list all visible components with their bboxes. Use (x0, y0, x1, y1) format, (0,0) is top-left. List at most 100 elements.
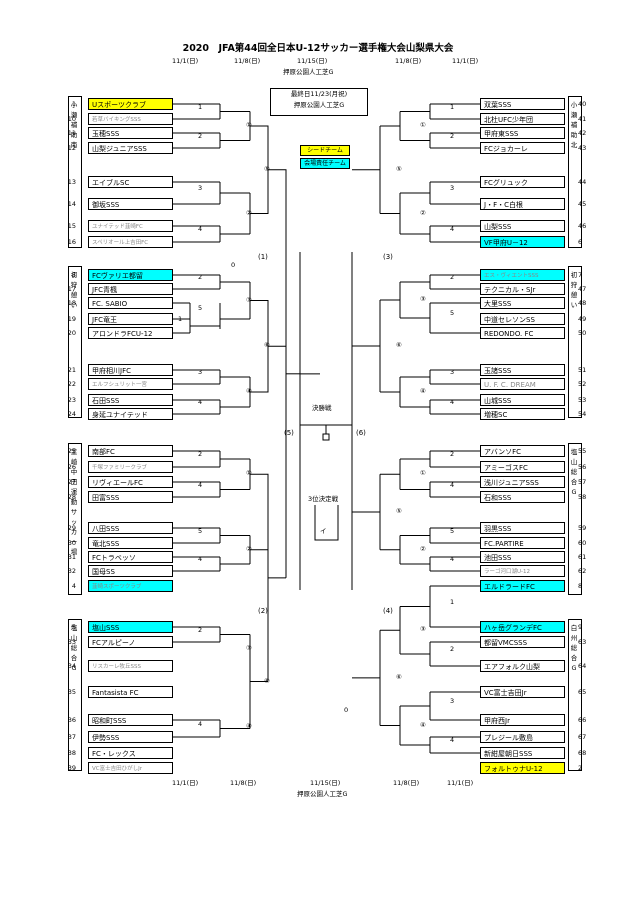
round-mark: ⑥ (396, 672, 402, 681)
left-area-3 (68, 443, 82, 595)
left-team-slot: 竜北SSS (88, 537, 173, 549)
third-place-label: 3位決定戦 (308, 495, 339, 503)
right-team-slot: REDONDO. FC (480, 327, 565, 339)
left-team-number: 1 (71, 100, 76, 108)
left-team-slot: FC・レックス (88, 747, 173, 759)
page-title: 2020 JFA第44回全日本U-12サッカー選手権大会山梨県大会 (182, 43, 454, 54)
match-number: 4 (198, 225, 203, 233)
right-team-number: 45 (578, 200, 587, 208)
left-team-number: 15 (67, 222, 76, 230)
right-team-number: 48 (578, 299, 587, 307)
right-team-number: 41 (578, 115, 587, 123)
left-team-number: 11 (67, 129, 76, 137)
round-mark: ① (246, 469, 252, 478)
round-mark: ② (420, 544, 426, 553)
left-team-slot: 韮崎スポーツクラブ (88, 580, 173, 592)
footer-date-1: 11/1(日) (172, 779, 199, 787)
left-team-number: 24 (67, 410, 76, 418)
left-team-slot: スペリオール上吉田FC (88, 236, 173, 248)
left-team-slot: JFC青楓 (88, 283, 173, 295)
right-team-number: 61 (578, 553, 587, 561)
left-team-slot: 八田SSS (88, 522, 173, 534)
left-team-number: 36 (67, 716, 76, 724)
header-venue: 押原公園人工芝G (283, 68, 334, 76)
right-team-slot: フォルトゥナU-12 (480, 762, 565, 774)
right-team-slot: 甲府東SSS (480, 127, 565, 139)
right-team-slot: エス・ヴィエントSSS (480, 269, 565, 281)
left-team-number: 27 (67, 478, 76, 486)
left-team-number: 29 (67, 524, 76, 532)
right-team-slot: VF甲府U－12 (480, 236, 565, 248)
right-team-number: 59 (578, 524, 587, 532)
right-team-number: 53 (578, 396, 587, 404)
zero-top: 0 (231, 261, 236, 269)
left-team-number: 3 (71, 271, 76, 279)
left-team-slot: FCアルピーノ (88, 636, 173, 648)
left-team-number: 30 (67, 539, 76, 547)
right-team-number: 63 (578, 638, 587, 646)
round-mark: ③ (420, 295, 426, 303)
match-number: 1 (178, 315, 183, 323)
round-mark: ⑤ (396, 164, 402, 173)
right-team-number: 65 (578, 688, 587, 696)
right-team-number: 50 (578, 329, 587, 337)
left-team-number: 21 (67, 366, 76, 374)
left-team-slot: リヴィエールFC (88, 476, 173, 488)
right-team-slot: 山城SSS (480, 394, 565, 406)
right-team-number: 60 (578, 539, 587, 547)
match-number: 4 (450, 225, 455, 233)
final-info-venue: 押原公園人工芝G (293, 101, 345, 109)
left-team-number: 12 (67, 144, 76, 152)
header-date-4: 11/8(日) (395, 57, 422, 65)
right-team-number: 51 (578, 366, 587, 374)
match-number: 3 (198, 184, 203, 192)
right-team-number: 64 (578, 662, 587, 670)
left-team-number: 33 (67, 638, 76, 646)
left-team-slot: Uスポーツクラブ (88, 98, 173, 110)
right-team-slot: FC.PARTIRE (480, 537, 565, 549)
match-number: 1 (198, 102, 203, 111)
left-team-number: 35 (67, 688, 76, 696)
match-number: 5 (450, 526, 455, 535)
right-team-number: 47 (578, 285, 587, 293)
match-number: 4 (198, 398, 203, 406)
match-number: 3 (198, 368, 203, 376)
right-team-slot: アミーゴスFC (480, 461, 565, 473)
right-team-number: 68 (578, 749, 587, 757)
match-number: 5 (198, 304, 203, 312)
round-mark: ④ (420, 387, 426, 395)
match-number: 3 (450, 184, 455, 192)
left-team-number: 31 (67, 553, 76, 561)
left-team-slot: 御坂SSS (88, 198, 173, 210)
left-team-slot: VC富士吉田ひがしJr (88, 762, 173, 774)
left-team-number: 38 (67, 749, 76, 757)
right-team-number: 67 (578, 733, 587, 741)
left-team-number: 13 (67, 178, 76, 186)
match-number: 2 (450, 131, 455, 140)
right-team-slot: 北杜UFC少年団 (480, 113, 565, 125)
right-team-number: 46 (578, 222, 587, 230)
left-team-number: 5 (71, 623, 76, 631)
match-number: 2 (198, 450, 203, 458)
block-label-2: (2) (258, 607, 268, 615)
round-mark: ⑥ (396, 341, 402, 349)
footer-date-2: 11/8(日) (230, 779, 257, 787)
right-team-number: 43 (578, 144, 587, 152)
round-mark: ③ (246, 295, 252, 304)
match-number: 2 (450, 645, 455, 653)
final-info-date: 最終日11/23(月祝) (290, 90, 348, 98)
match-number: 2 (198, 273, 203, 281)
final-label: 決勝戦 (312, 404, 332, 412)
header-date-1: 11/1(日) (172, 57, 199, 65)
left-team-slot: 石田SSS (88, 394, 173, 406)
match-number: 4 (198, 480, 203, 489)
left-team-slot: 伊勢SSS (88, 731, 173, 743)
left-area-1 (68, 96, 82, 248)
left-team-number: 22 (67, 380, 76, 388)
match-number: 2 (450, 273, 455, 281)
right-area-1-label: 小瀬補助北 (570, 101, 578, 149)
left-team-slot: 千塚ファミリークラブ (88, 461, 173, 473)
